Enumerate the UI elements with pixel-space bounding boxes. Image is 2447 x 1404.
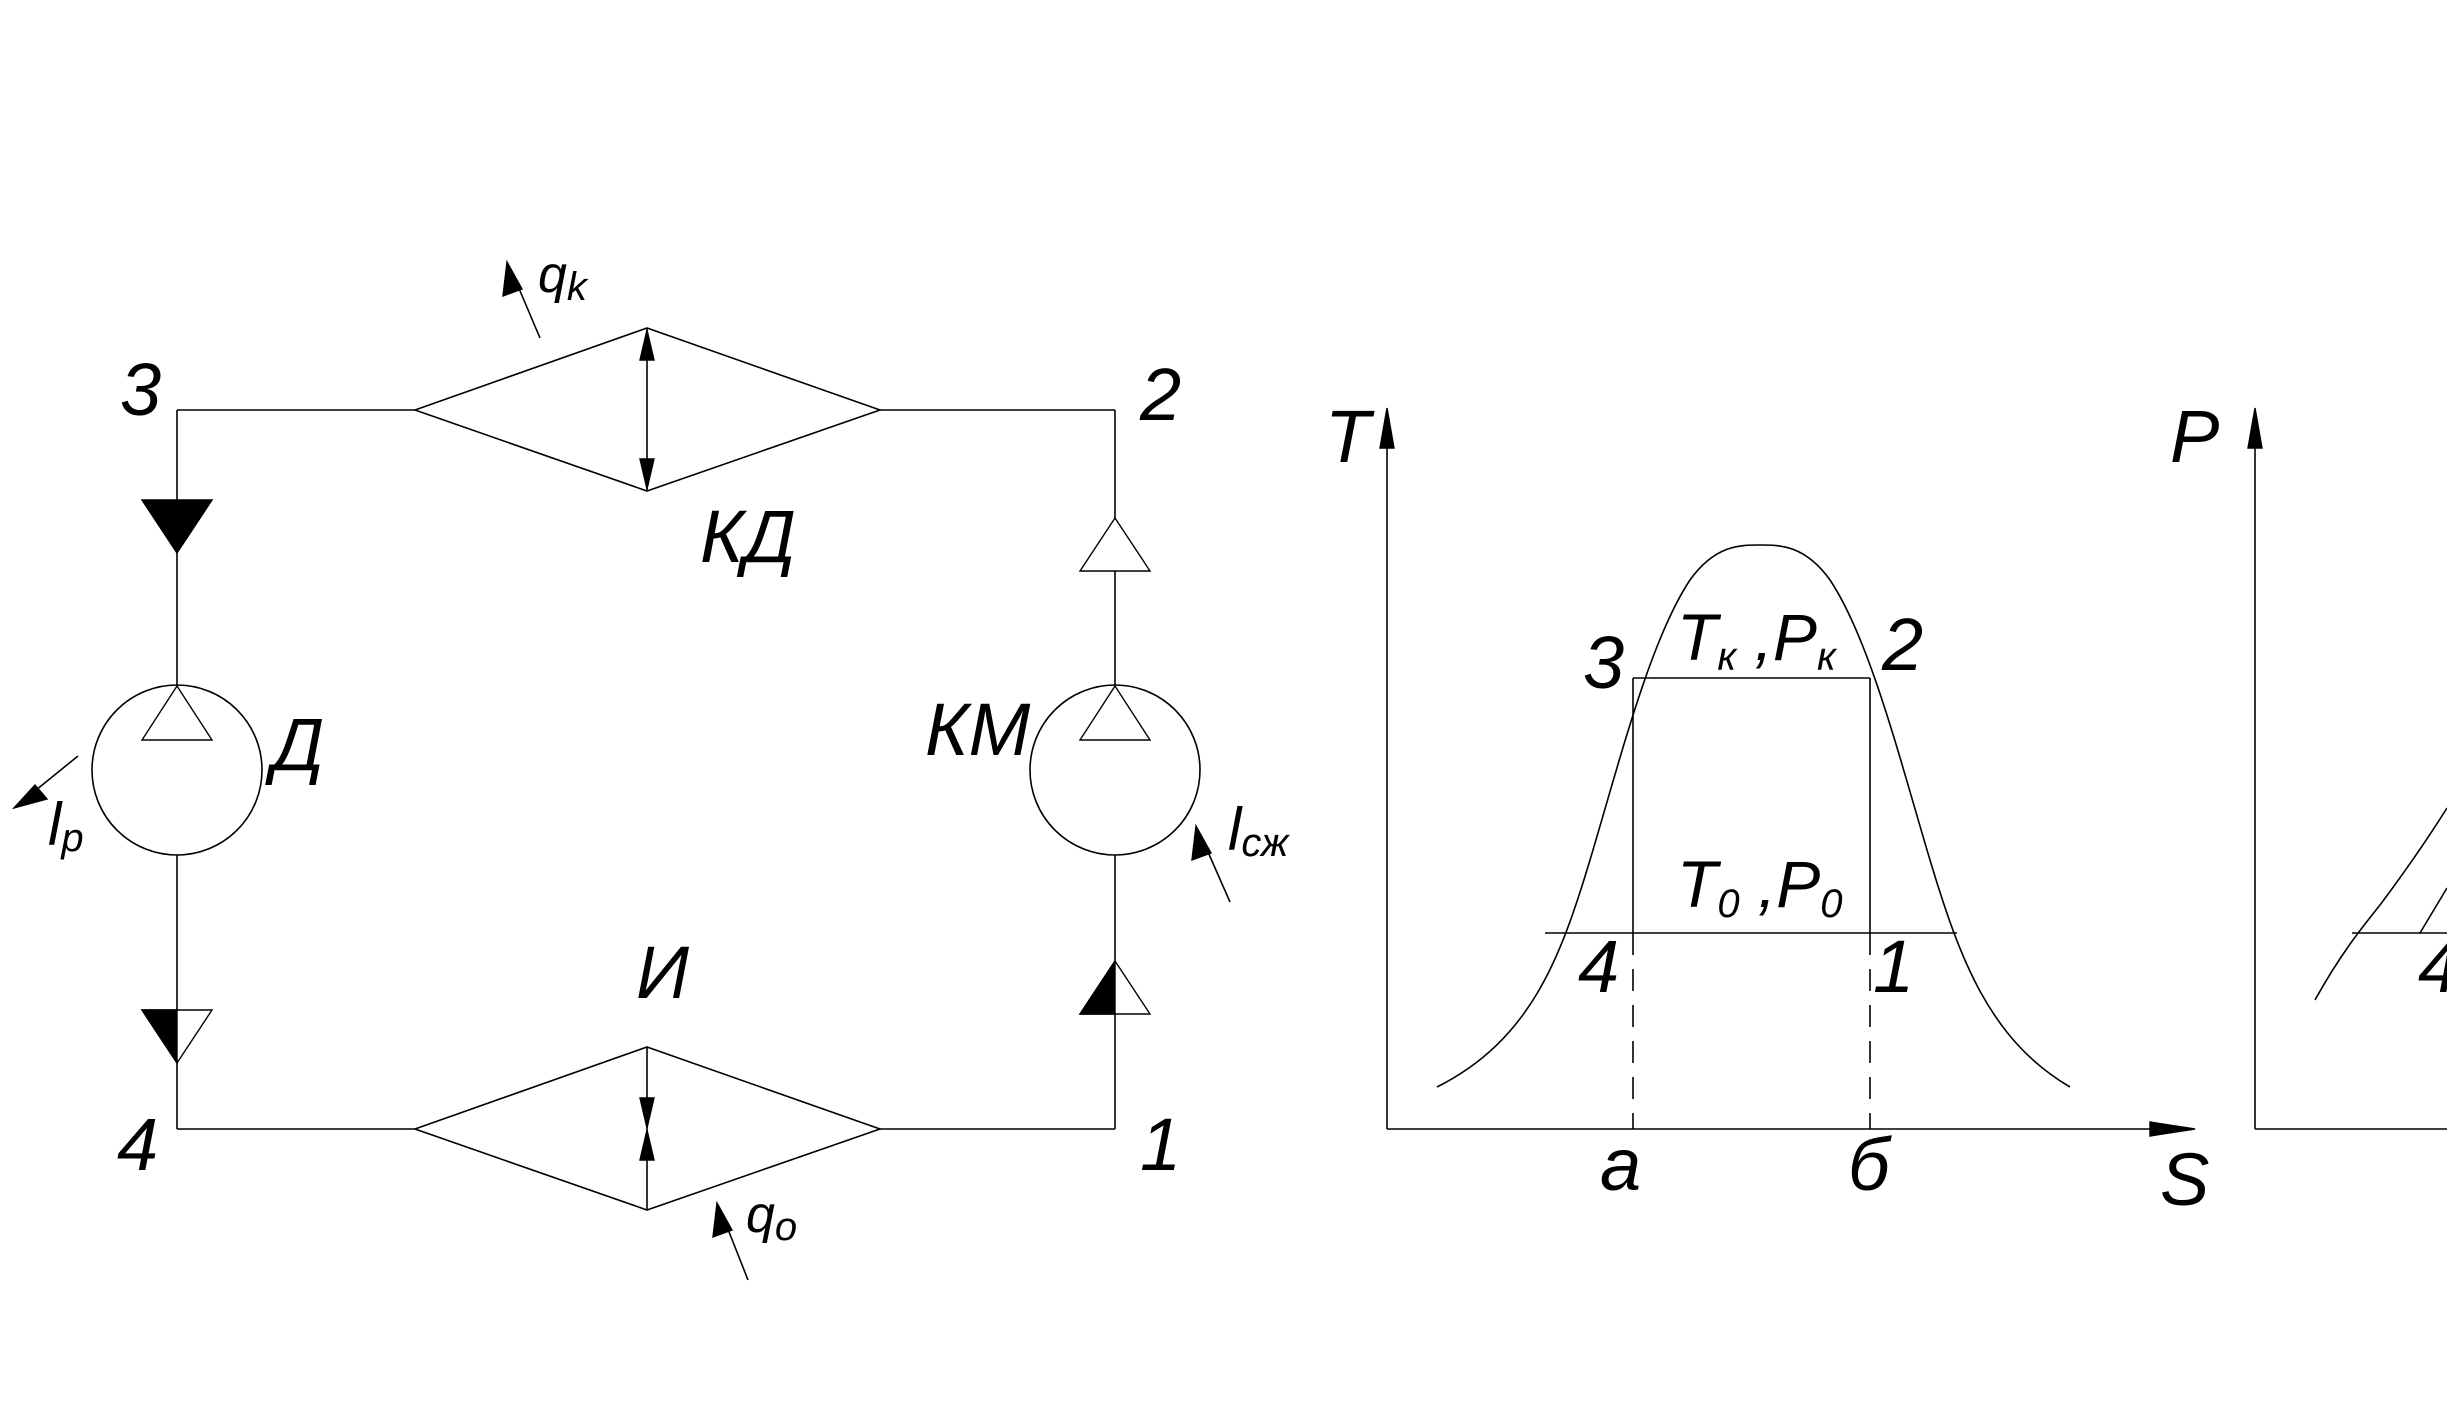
p-axis-label: P (2170, 395, 2219, 478)
t-axis-label: T (1325, 395, 1375, 478)
ph-point-4: 4 (2418, 925, 2447, 1008)
evaporator-label: И (636, 931, 689, 1014)
heat-out-arrow-icon (502, 259, 541, 339)
cycle-point-2: 2 (1139, 353, 1181, 436)
compressor-symbol (1029, 684, 1201, 856)
ph-diagram: P 4 (2170, 395, 2447, 1130)
s-axis-arrow-icon (2149, 1121, 2196, 1137)
flow-arrow-down-icon (140, 499, 214, 555)
condenser-label: КД (700, 495, 796, 578)
throttle-work-label: lр (48, 791, 84, 860)
s-axis-label: S (2160, 1138, 2209, 1221)
evaporator-heat-label: qo (746, 1186, 797, 1249)
ph-throttling-line (2419, 887, 2447, 934)
ts-point-1: 1 (1873, 925, 1914, 1008)
throttle-symbol (91, 684, 263, 856)
cycle-schematic: 3 2 4 1 КД И Д КМ qk qo lр lсж (11, 246, 1290, 1281)
cycle-point-1: 1 (1140, 1103, 1181, 1186)
evaporator-symbol (412, 1046, 883, 1211)
ph-saturation-curve (2314, 807, 2447, 1001)
lower-isobar-label: T0 ,P0 (1677, 847, 1843, 926)
p-axis-arrow-icon (2247, 407, 2263, 449)
cycle-point-3: 3 (120, 348, 161, 431)
ts-point-2: 2 (1881, 603, 1923, 686)
ts-point-3: 3 (1583, 621, 1624, 704)
flow-arrow-down-half-icon (140, 1009, 214, 1066)
saturation-dome (1436, 544, 2071, 1088)
compressor-work-arrow-icon (1191, 823, 1231, 903)
throttle-work-arrow-icon (11, 755, 79, 810)
throttle-label: Д (265, 703, 324, 786)
flow-arrow-up-half-icon (1078, 958, 1152, 1015)
ts-point-4: 4 (1578, 925, 1619, 1008)
t-axis-arrow-icon (1379, 407, 1395, 449)
heat-in-arrow-icon (712, 1200, 749, 1281)
condenser-heat-label: qk (538, 246, 589, 309)
cycle-point-4: 4 (117, 1103, 158, 1186)
compressor-work-label: lсж (1228, 796, 1290, 865)
flow-arrow-up-icon (1078, 516, 1152, 572)
condenser-symbol (412, 327, 883, 492)
upper-isobar-label: Tк ,Pк (1677, 600, 1838, 679)
abscissa-mark-b: б (1848, 1123, 1892, 1206)
abscissa-mark-a: а (1600, 1123, 1641, 1206)
ts-diagram: T S а б 3 2 4 1 Tк ,Pк T0 ,P0 (1325, 395, 2209, 1221)
compressor-label: КМ (925, 688, 1031, 771)
